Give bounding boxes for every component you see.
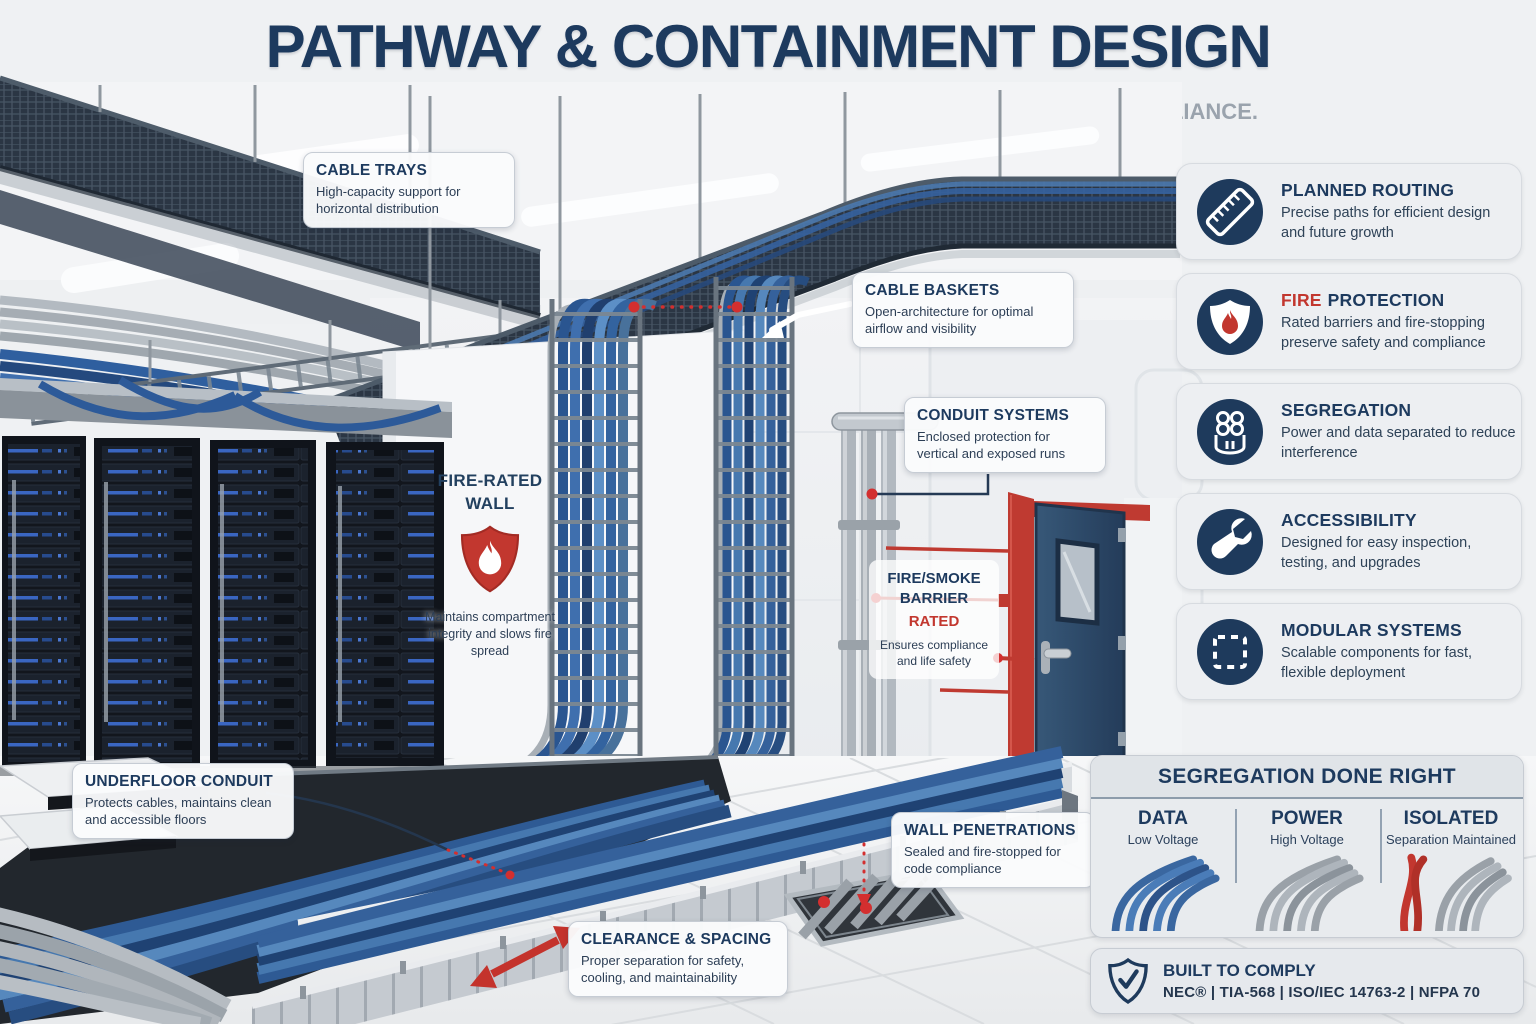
dashed-square-icon: [1197, 618, 1263, 685]
feature-card-planned-routing: PLANNED ROUTING Precise paths for effici…: [1176, 163, 1522, 260]
callout-cable-baskets: CABLE BASKETS Open-architecture for opti…: [852, 272, 1074, 349]
callout-underfloor-conduit: UNDERFLOOR CONDUIT Protects cables, main…: [72, 763, 294, 840]
shield-flame-icon: [1197, 288, 1263, 355]
basket-ladder-2: [713, 277, 795, 788]
feature-title: MODULAR SYSTEMS: [1281, 620, 1462, 641]
segregation-panel-title: SEGREGATION DONE RIGHT: [1091, 756, 1523, 799]
wrench-icon: [1197, 508, 1263, 575]
callout-desc: Proper separation for safety, cooling, a…: [581, 953, 745, 986]
segregation-column-data: DATA Low Voltage: [1091, 799, 1235, 937]
callout-desc: Sealed and fire-stopped for code complia…: [904, 844, 1061, 877]
feature-desc: Scalable components for fast, flexible d…: [1281, 645, 1473, 681]
column-sublabel: Separation Maintained: [1385, 832, 1517, 847]
compliance-standards: NEC® | TIA-568 | ISO/IEC 14763-2 | NFPA …: [1163, 984, 1481, 1001]
compliance-title: BUILT TO COMPLY: [1163, 961, 1316, 980]
callout-desc: High-capacity support for horizontal dis…: [316, 184, 461, 217]
wall-label-title: FIRE-RATED WALL: [437, 471, 543, 513]
shield-check-icon: [1108, 957, 1148, 1004]
segregation-column-isolated: ISOLATED Separation Maintained: [1379, 799, 1523, 937]
feature-desc: Precise paths for efficient design and f…: [1281, 205, 1491, 241]
cable-tray-main: [324, 176, 1180, 477]
callout-title: UNDERFLOOR CONDUIT: [85, 773, 273, 790]
feature-title: ACCESSIBILITY: [1281, 510, 1417, 531]
isolated-cables-illustration: [1400, 853, 1512, 935]
fire-rated-wall-label: FIRE-RATED WALL Maintains compartment in…: [415, 470, 565, 660]
feature-sidebar: PLANNED ROUTING Precise paths for effici…: [1176, 163, 1522, 700]
barrier-label-title: FIRE/SMOKE BARRIER: [887, 570, 981, 607]
callout-cable-trays: CABLE TRAYS High-capacity support for ho…: [303, 152, 515, 229]
fire-smoke-barrier-label: FIRE/SMOKE BARRIER RATED Ensures complia…: [869, 560, 999, 680]
server-racks: [0, 376, 452, 776]
callout-desc: Open-architecture for optimal airflow an…: [865, 304, 1034, 337]
segregation-panel: SEGREGATION DONE RIGHT DATA Low Voltage …: [1090, 755, 1524, 938]
fire-shield-icon: [460, 525, 520, 593]
column-label: POWER: [1271, 808, 1343, 829]
callout-title: WALL PENETRATIONS: [904, 822, 1076, 839]
callout-desc: Protects cables, maintains clean and acc…: [85, 795, 272, 828]
callout-title: CLEARANCE & SPACING: [581, 931, 772, 948]
segregation-columns: DATA Low Voltage POWER High Voltage: [1091, 799, 1523, 937]
spacing-annotation: [628, 301, 743, 313]
column-divider: [1235, 809, 1237, 883]
hanger-rods: [148, 88, 1122, 382]
feature-card-modular-systems: MODULAR SYSTEMS Scalable components for …: [1176, 603, 1522, 700]
callout-title: CABLE BASKETS: [865, 282, 1000, 299]
feature-title: SEGREGATION: [1281, 400, 1412, 421]
callout-wall-penetrations: WALL PENETRATIONS Sealed and fire-stoppe…: [891, 812, 1095, 889]
barrier-label-rated: RATED: [908, 613, 960, 630]
callout-conduit-systems: CONDUIT SYSTEMS Enclosed protection for …: [904, 397, 1106, 474]
compliance-bar: BUILT TO COMPLY NEC® | TIA-568 | ISO/IEC…: [1090, 948, 1524, 1014]
callout-clearance-spacing: CLEARANCE & SPACING Proper separation fo…: [568, 921, 788, 998]
column-label: ISOLATED: [1403, 808, 1499, 829]
feature-desc: Rated barriers and fire-stopping preserv…: [1281, 315, 1486, 351]
barrier-label-desc: Ensures compliance and life safety: [879, 638, 989, 669]
wall-label-desc: Maintains compartment integrity and slow…: [425, 609, 555, 658]
feature-card-segregation: SEGREGATION Power and data separated to …: [1176, 383, 1522, 480]
column-divider: [1380, 809, 1382, 883]
ruler-icon: [1197, 178, 1263, 245]
feature-desc: Designed for easy inspection, testing, a…: [1281, 535, 1472, 571]
power-cables-illustration: [1255, 855, 1364, 935]
cable-channel: [251, 746, 1079, 1024]
column-sublabel: Low Voltage: [1127, 832, 1199, 847]
callout-desc: Enclosed protection for vertical and exp…: [917, 429, 1066, 462]
column-sublabel: High Voltage: [1270, 832, 1344, 847]
feature-title: PLANNED ROUTING: [1281, 180, 1455, 201]
segregation-column-power: POWER High Voltage: [1235, 799, 1379, 937]
compliance-text: BUILT TO COMPLY NEC® | TIA-568 | ISO/IEC…: [1163, 961, 1480, 1001]
data-cables-illustration: [1111, 855, 1220, 935]
feature-desc: Power and data separated to reduce inter…: [1281, 425, 1516, 461]
basket-connector: [762, 301, 853, 338]
cable-bundle-icon: [1197, 398, 1263, 465]
page-title: PATHWAY & CONTAINMENT DESIGN: [265, 13, 1272, 80]
conduit-callout-connector: [866, 474, 990, 500]
basket-ladder-1: [549, 299, 643, 772]
feature-card-accessibility: ACCESSIBILITY Designed for easy inspecti…: [1176, 493, 1522, 590]
cable-tray-upper-left: [0, 75, 541, 352]
column-label: DATA: [1138, 808, 1188, 829]
callout-title: CABLE TRAYS: [316, 162, 428, 179]
callout-title: CONDUIT SYSTEMS: [917, 407, 1069, 424]
fire-door: [1008, 492, 1182, 783]
